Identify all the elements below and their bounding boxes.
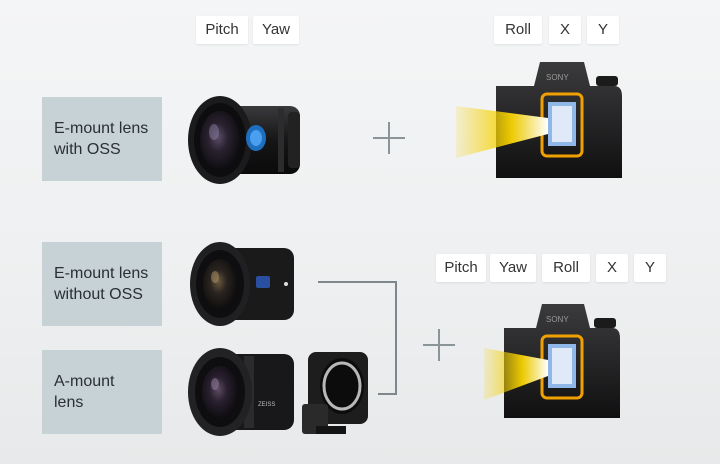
axis-tag-x: X (596, 254, 628, 282)
label-line: without OSS (54, 286, 143, 303)
axis-tag-roll: Roll (494, 16, 542, 44)
axis-tag-roll: Roll (542, 254, 590, 282)
axis-tag-y: Y (587, 16, 619, 44)
axis-tag-x: X (549, 16, 581, 44)
axis-tag-yaw: Yaw (253, 16, 299, 44)
bracket-connector (318, 281, 397, 395)
label-line: lens (54, 394, 84, 411)
svg-text:SONY: SONY (546, 73, 569, 82)
label-line: E-mount lens (54, 120, 149, 137)
lens-emount-no-oss-image (190, 242, 294, 326)
label-line: E-mount lens (54, 265, 149, 282)
label-emount-oss: E-mount lens with OSS (42, 97, 162, 181)
axis-tag-pitch: Pitch (436, 254, 486, 282)
camera-body-top-image: SONY (456, 62, 622, 178)
plus-icon (423, 329, 455, 361)
label-line: with OSS (54, 141, 121, 158)
label-line: A-mount (54, 373, 115, 390)
mount-adapter-image (302, 352, 368, 434)
axis-tag-y: Y (634, 254, 666, 282)
axis-tag-yaw: Yaw (490, 254, 536, 282)
svg-text:ZEISS: ZEISS (258, 402, 275, 408)
camera-body-bottom-image: SONY (484, 304, 620, 418)
svg-text:SONY: SONY (546, 315, 569, 324)
axis-tag-pitch: Pitch (196, 16, 248, 44)
lens-emount-oss-image (188, 96, 300, 184)
label-emount-no-oss: E-mount lens without OSS (42, 242, 162, 326)
label-amount: A-mount lens (42, 350, 162, 434)
lens-amount-image: ZEISS (188, 348, 294, 436)
plus-icon (373, 122, 405, 154)
